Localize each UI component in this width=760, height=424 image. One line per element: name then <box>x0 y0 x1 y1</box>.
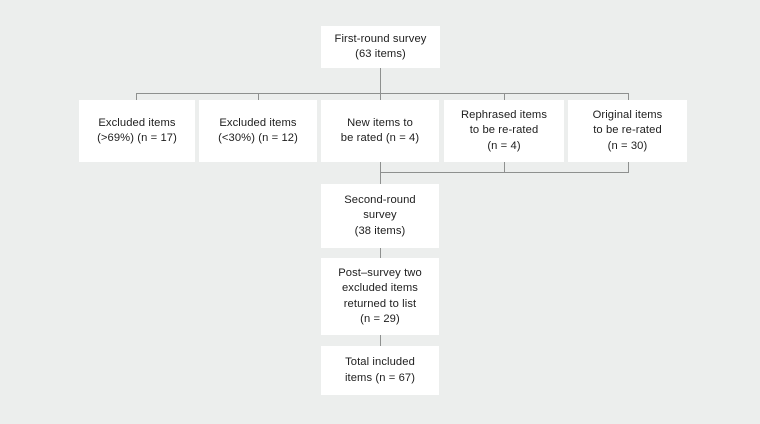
connector-fanout-bus <box>136 93 629 94</box>
connector-bus-to-new-items <box>380 93 381 100</box>
connector-bus-to-original-items <box>628 93 629 100</box>
node-first-round-survey: First-round survey (63 items) <box>321 26 440 68</box>
connector-second-round-to-post-survey <box>380 248 381 258</box>
node-new-items-label: New items to be rated (n = 4) <box>340 116 420 145</box>
connector-bus-to-excluded-high <box>136 93 137 100</box>
node-first-round-survey-label: First-round survey (63 items) <box>334 32 427 61</box>
node-excluded-items-high: Excluded items (>69%) (n = 17) <box>79 100 195 162</box>
node-second-round-survey-label: Second-round survey (38 items) <box>344 193 416 237</box>
connector-bus-to-rephrased-items <box>504 93 505 100</box>
node-post-survey-returned: Post–survey two excluded items returned … <box>321 258 439 335</box>
connector-bus-to-excluded-low <box>258 93 259 100</box>
node-post-survey-returned-label: Post–survey two excluded items returned … <box>338 266 422 326</box>
node-total-included-items-label: Total included items (n = 67) <box>344 356 416 384</box>
node-excluded-items-low-label: Excluded items (<30%) (n = 12) <box>218 116 298 145</box>
connector-first-round-to-bus <box>380 68 381 93</box>
node-rephrased-items-label: Rephrased items to be re-rated (n = 4) <box>460 108 548 152</box>
node-second-round-survey: Second-round survey (38 items) <box>321 184 439 248</box>
connector-post-survey-to-total <box>380 335 381 346</box>
node-new-items: New items to be rated (n = 4) <box>321 100 439 162</box>
connector-merge-bus <box>380 172 629 173</box>
connector-original-items-to-merge <box>628 162 629 172</box>
connector-merge-to-second-round <box>380 172 381 184</box>
node-excluded-items-high-label: Excluded items (>69%) (n = 17) <box>97 116 177 145</box>
node-original-items: Original items to be re-rated (n = 30) <box>568 100 687 162</box>
node-excluded-items-low: Excluded items (<30%) (n = 12) <box>199 100 317 162</box>
node-total-included-items: Total included items (n = 67) <box>321 346 439 395</box>
node-original-items-label: Original items to be re-rated (n = 30) <box>592 108 663 152</box>
node-rephrased-items: Rephrased items to be re-rated (n = 4) <box>444 100 564 162</box>
connector-rephrased-items-to-merge <box>504 162 505 172</box>
connector-new-items-to-merge <box>380 162 381 172</box>
